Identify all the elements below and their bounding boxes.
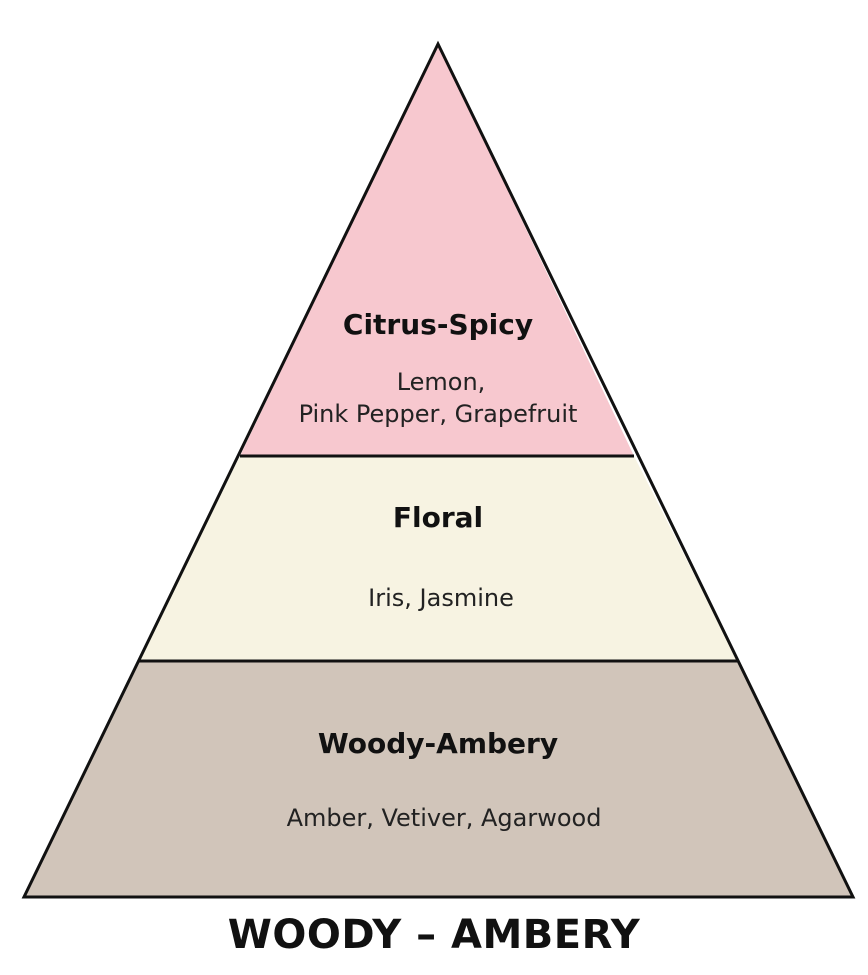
base-tier-shape	[24, 661, 853, 897]
top-tier-notes-line2: Pink Pepper, Grapefruit	[299, 400, 578, 428]
top-tier-notes-line1: Lemon,	[397, 368, 486, 396]
top-tier-shape	[240, 44, 634, 456]
top-tier-title: Citrus-Spicy	[343, 308, 533, 341]
pyramid-outline	[21, 40, 856, 899]
base-tier-title: Woody-Ambery	[318, 727, 558, 760]
middle-tier-notes: Iris, Jasmine	[368, 584, 514, 612]
middle-tier-shape	[139, 456, 738, 661]
base-tier-notes: Amber, Vetiver, Agarwood	[287, 804, 602, 832]
fragrance-family-caption: WOODY – AMBERY	[227, 912, 641, 958]
middle-tier-title: Floral	[393, 501, 483, 534]
